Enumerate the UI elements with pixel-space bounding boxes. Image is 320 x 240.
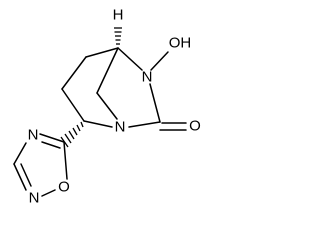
chemical-structure-diagram: H N OH N O N N O	[13, 7, 201, 207]
stereo-hash-bond-c5-h	[114, 27, 122, 45]
bond-n6-oh	[150, 51, 169, 71]
atom-o-oxadiazole-label: O	[58, 179, 70, 196]
bond-n1-c2	[83, 120, 113, 128]
bond-oxd-c3-n2-b	[20, 163, 32, 187]
bond-c4-c5	[85, 47, 119, 58]
atom-n-amide-label: N	[142, 69, 153, 86]
bond-c8-n1	[96, 92, 118, 120]
bond-oxd-c3-n2-a	[13, 163, 27, 191]
bond-c2-c3	[61, 88, 85, 122]
bond-oxd-n4-c3	[13, 142, 27, 165]
bond-oxd-c5-n4-b	[41, 141, 61, 149]
bond-n6-c7	[149, 83, 161, 123]
bond-c3-c4	[61, 56, 87, 90]
bond-c5-c8	[96, 47, 119, 94]
bond-c7-n1	[128, 121, 161, 128]
bond-c5-n6	[117, 47, 143, 71]
atom-n-oxadiazole-bottom-label: N	[29, 190, 40, 207]
bond-oxd-n2-o1	[41, 189, 56, 197]
bond-oxd-o1-c5	[63, 141, 68, 180]
atom-n-oxadiazole-top-label: N	[28, 127, 39, 144]
atom-n-bridgehead-label: N	[115, 119, 126, 136]
atom-oh-label: OH	[169, 35, 192, 52]
atom-o-carbonyl-label: O	[189, 118, 201, 135]
bond-oxd-c5-n4-a	[39, 133, 65, 143]
atom-h-label: H	[113, 7, 124, 24]
